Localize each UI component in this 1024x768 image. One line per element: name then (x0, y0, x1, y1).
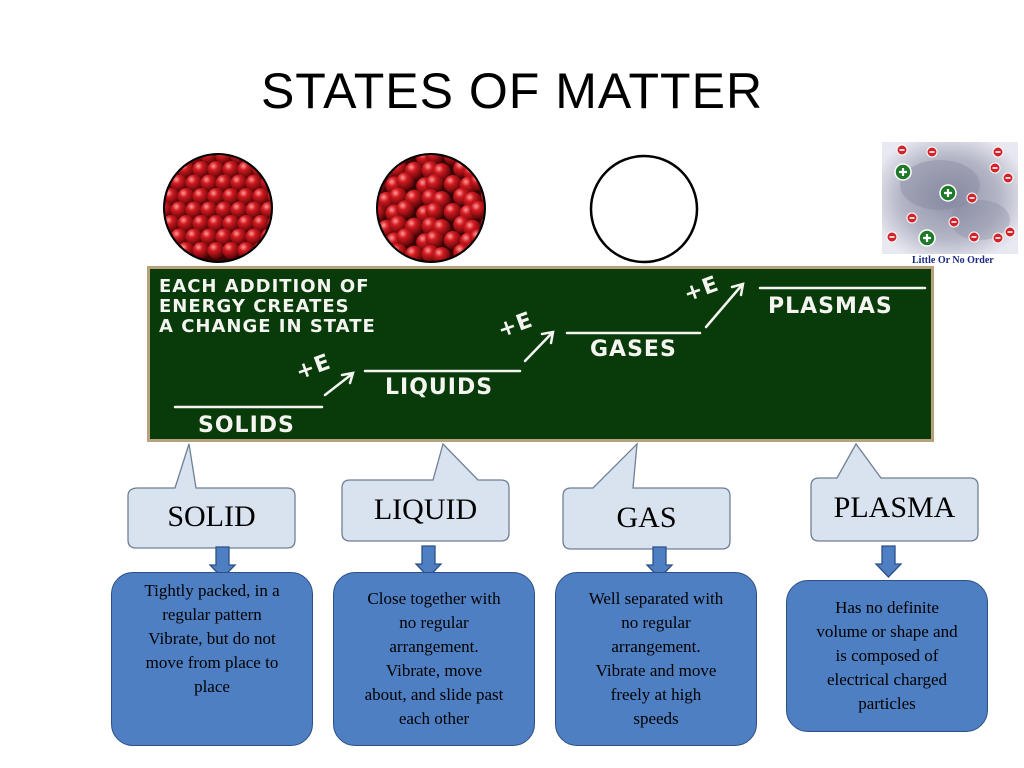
solid-description: Tightly packed, in a regular pattern Vib… (144, 581, 280, 696)
particle (170, 174, 188, 192)
board-staircase (173, 282, 927, 409)
particle (230, 228, 248, 246)
particle (245, 174, 263, 192)
particle (237, 188, 255, 205)
particle (192, 188, 210, 205)
gas-label: GAS (616, 501, 677, 534)
particle (207, 242, 225, 259)
solid-particles-image (163, 153, 273, 263)
plasma-description: Has no definite volume or shape and is c… (816, 598, 958, 713)
board-heading-line-1: EACH ADDITION OF (159, 276, 370, 297)
particle (222, 242, 240, 259)
particle (425, 155, 444, 165)
particle (185, 201, 203, 219)
particle (222, 161, 240, 178)
plasma-particles-image (882, 142, 1018, 254)
particle (230, 174, 248, 192)
plasma-image-caption: Little Or No Order (912, 255, 994, 266)
particle (215, 201, 233, 219)
negative-charge-icon (992, 146, 1004, 158)
negative-charge-icon (906, 212, 918, 224)
particle (245, 201, 263, 219)
particle (222, 215, 240, 232)
particle (425, 174, 444, 193)
particle (230, 201, 248, 219)
particle (185, 228, 203, 246)
particle (378, 203, 386, 222)
particle (425, 202, 444, 221)
negative-charge-icons (886, 144, 1016, 244)
board-step-solids: SOLIDS (198, 413, 295, 438)
negative-charge-icon (1002, 172, 1014, 184)
particle (177, 188, 195, 205)
particle (207, 215, 225, 232)
liquid-description-box: Close together with no regular arrangeme… (333, 572, 535, 746)
board-heading-line-2: ENERGY CREATES (159, 296, 350, 317)
particle (192, 161, 210, 178)
board-heading-line-3: A CHANGE IN STATE (159, 316, 376, 337)
particle (200, 174, 218, 192)
particle (177, 215, 195, 232)
particle (200, 201, 218, 219)
particle (192, 242, 210, 259)
negative-charge-icon (948, 216, 960, 228)
particle (425, 230, 444, 249)
negative-charge-icon (992, 232, 1004, 244)
solid-label: SOLID (167, 500, 256, 533)
board-step-plasmas: PLASMAS (768, 294, 893, 319)
particle (207, 161, 225, 178)
negative-charge-icon (968, 231, 980, 243)
board-step-gases: GASES (590, 337, 677, 362)
negative-charge-icon (926, 146, 938, 158)
solid-description-box: Tightly packed, in a regular pattern Vib… (111, 572, 313, 746)
positive-charge-icons (894, 163, 957, 247)
particle (215, 174, 233, 192)
particle (245, 228, 263, 246)
negative-charge-icon (896, 144, 908, 156)
particle (215, 155, 233, 165)
liquid-description: Close together with no regular arrangeme… (364, 589, 504, 728)
particle (165, 201, 173, 219)
negative-charge-icon (1004, 226, 1016, 238)
particle (396, 228, 415, 247)
gas-description: Well separated with no regular arrangeme… (588, 589, 724, 728)
particle (443, 203, 462, 221)
particle (469, 200, 484, 219)
plasma-label: PLASMA (833, 491, 956, 524)
negative-charge-icon (886, 231, 898, 243)
energy-chalkboard: EACH ADDITION OF ENERGY CREATES A CHANGE… (147, 266, 934, 442)
particle (237, 215, 255, 232)
particle (207, 188, 225, 205)
particle (222, 188, 240, 205)
gas-description-box: Well separated with no regular arrangeme… (555, 572, 757, 746)
board-step-liquids: LIQUIDS (385, 375, 494, 400)
negative-charge-icon (966, 192, 978, 204)
particle (215, 228, 233, 246)
liquid-label: LIQUID (373, 493, 478, 526)
particle (396, 200, 415, 219)
particle (192, 215, 210, 232)
particle (185, 174, 203, 192)
particle (443, 231, 462, 249)
particle (200, 155, 218, 165)
particle (443, 175, 462, 193)
particle (260, 201, 271, 219)
liquid-particles-image (376, 153, 486, 263)
particle (252, 188, 270, 205)
particle (200, 228, 218, 246)
particle (252, 215, 270, 232)
plasma-description-box: Has no definite volume or shape and is c… (786, 580, 988, 732)
gas-particles-image (589, 154, 699, 264)
particle (396, 172, 415, 191)
slide-title: STATES OF MATTER (260, 63, 764, 119)
negative-charge-icon (989, 162, 1001, 174)
particle (170, 201, 188, 219)
